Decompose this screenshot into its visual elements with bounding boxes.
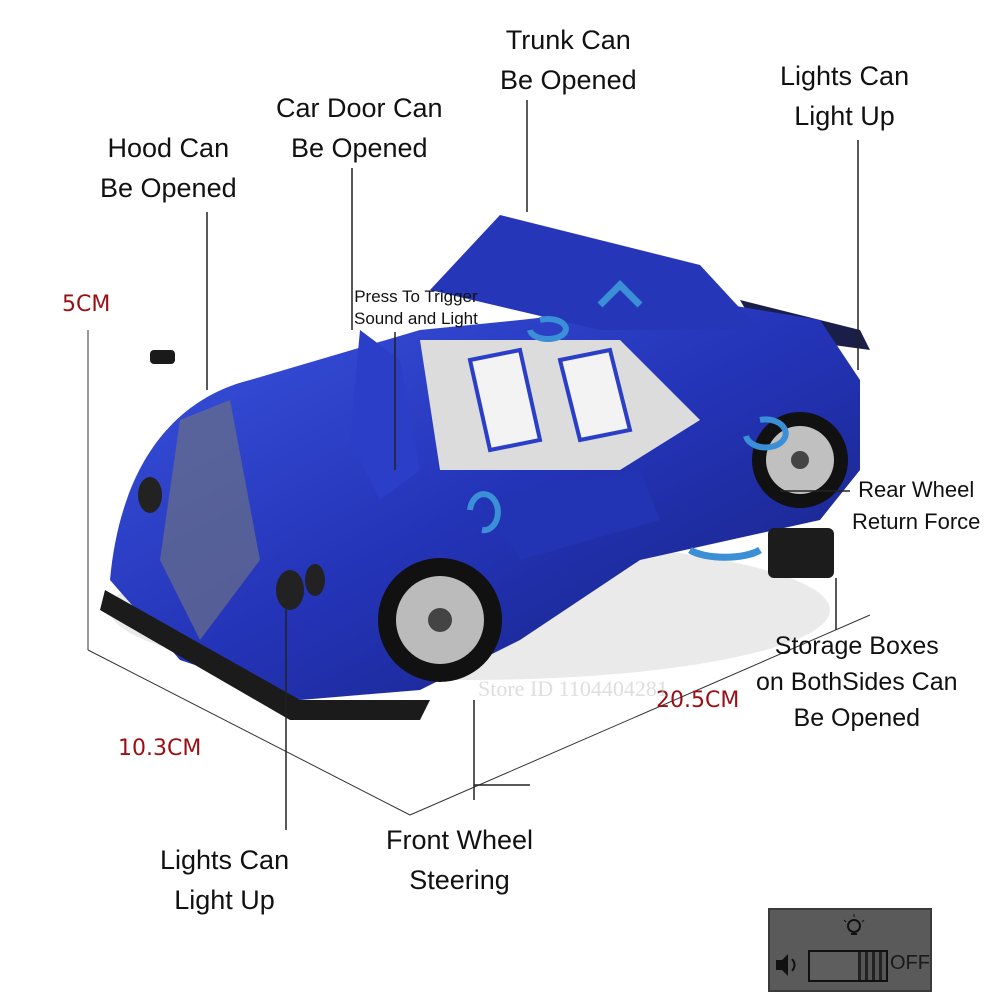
switch-track xyxy=(808,950,888,982)
switch-knob xyxy=(858,952,886,980)
callout-line: Front Wheel xyxy=(386,825,534,855)
callout-line: Press To Trigger xyxy=(354,287,478,306)
callout-line: Lights Can xyxy=(780,61,910,91)
callout-press-trigger: Press To Trigger Sound and Light xyxy=(354,286,478,330)
store-watermark: Store ID 1104404281 xyxy=(478,676,668,701)
callout-line: Lights Can xyxy=(160,845,290,875)
callout-line: Storage Boxes xyxy=(774,632,939,660)
callout-hood: Hood Can Be Opened xyxy=(100,128,237,208)
dimension-width: 10.3CM xyxy=(118,736,202,761)
callout-line: Hood Can xyxy=(107,133,230,163)
callout-storage: Storage Boxes on BothSides Can Be Opened xyxy=(756,628,958,736)
callout-car-door: Car Door Can Be Opened xyxy=(276,88,443,168)
speaker-icon xyxy=(776,954,796,976)
callout-trunk: Trunk Can Be Opened xyxy=(500,20,637,100)
callout-rear-wheel: Rear Wheel Return Force xyxy=(852,474,980,538)
callout-line: Be Opened xyxy=(793,704,921,732)
lightbulb-icon xyxy=(843,914,865,935)
callout-line: Be Opened xyxy=(290,133,428,163)
switch-off-label: OFF xyxy=(890,952,930,974)
callout-line: on BothSides Can xyxy=(756,668,958,696)
dimension-height: 5CM xyxy=(62,292,111,317)
callout-line: Be Opened xyxy=(500,65,637,95)
callout-lights-rear: Lights Can Light Up xyxy=(780,56,909,136)
callout-line: Car Door Can xyxy=(276,93,443,123)
callout-line: Return Force xyxy=(852,509,981,534)
callout-line: Steering xyxy=(409,865,510,895)
sound-light-switch-diagram: OFF xyxy=(768,908,932,992)
callout-front-wheel: Front Wheel Steering xyxy=(386,820,533,900)
callout-line: Sound and Light xyxy=(354,309,478,328)
callout-line: Rear Wheel xyxy=(858,477,975,502)
callout-line: Light Up xyxy=(174,885,275,915)
callout-line: Light Up xyxy=(794,101,895,131)
dimension-length: 20.5CM xyxy=(656,688,740,713)
callout-line: Be Opened xyxy=(100,173,237,203)
callout-lights-front: Lights Can Light Up xyxy=(160,840,289,920)
callout-line: Trunk Can xyxy=(505,25,631,55)
